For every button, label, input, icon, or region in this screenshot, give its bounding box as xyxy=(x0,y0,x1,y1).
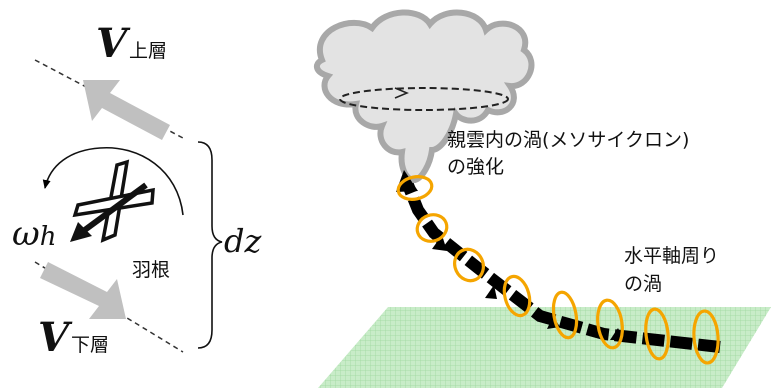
lower-wind-arrow xyxy=(40,262,126,319)
ground-plane xyxy=(318,307,771,388)
omega-axis-arrow xyxy=(80,182,148,235)
cloud-shape xyxy=(313,9,535,184)
horizontal-vortex-label-line1: 水平軸周り xyxy=(624,245,720,267)
mesocyclone-direction-arrow xyxy=(394,87,409,99)
omega-subscript: h xyxy=(39,222,57,252)
mesocyclone-label-line2: の強化 xyxy=(447,156,505,178)
omega-symbol: ω xyxy=(12,214,40,254)
dz-brace xyxy=(197,141,223,349)
mesocyclone-ellipse xyxy=(339,87,509,111)
v-upper-subscript: 上層 xyxy=(129,40,168,62)
vane-label: 羽根 xyxy=(132,259,171,281)
v-upper-symbol: V xyxy=(96,20,128,67)
mesocyclone-label-line1: 親雲内の渦(メソサイクロン) xyxy=(447,129,690,151)
horizontal-vortex-label-line2: の渦 xyxy=(624,273,663,295)
upper-wind-arrow xyxy=(83,80,170,140)
rotation-arrow xyxy=(42,147,184,216)
omega-h-label: ωh xyxy=(12,214,56,254)
v-lower-symbol: V xyxy=(38,314,70,361)
v-lower-subscript: 下層 xyxy=(71,334,110,356)
omega-axis-arrowhead xyxy=(70,222,92,242)
horizontal-vortex-loops xyxy=(396,175,720,365)
dz-label: dz xyxy=(224,222,262,260)
